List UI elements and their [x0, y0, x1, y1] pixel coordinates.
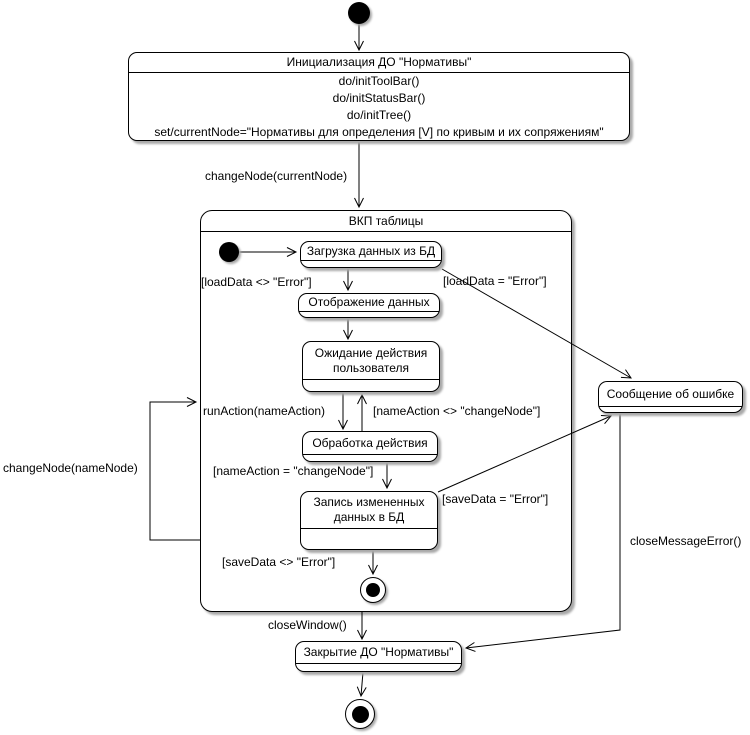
state-title: Ожидание действия пользователя	[303, 342, 439, 380]
edge-label-nameAction-eq: [nameAction = "changeNode"]	[213, 464, 374, 478]
transition-error-to-close[interactable]	[464, 413, 621, 652]
state-title: Инициализация ДО "Нормативы"	[129, 53, 629, 73]
transition-load-to-error[interactable]	[441, 268, 632, 379]
final-state-bottom-dot	[351, 705, 369, 723]
state-close-normativy[interactable]: Закрытие ДО "Нормативы"	[295, 641, 462, 672]
initial-state-top[interactable]	[348, 2, 370, 24]
edge-label-closeMessageError: closeMessageError()	[630, 534, 742, 548]
state-compartment	[303, 380, 439, 391]
edge-label-saveData-error: [saveData = "Error"]	[442, 492, 549, 506]
edge-label-saveData-ok: [saveData <> "Error"]	[222, 555, 336, 569]
state-action: set/currentNode="Нормативы для определен…	[154, 125, 604, 139]
state-process-action[interactable]: Обработка действия	[302, 431, 438, 462]
state-title: Запись измененных данных в БД	[301, 492, 437, 529]
state-compartment	[303, 455, 437, 461]
state-load-data[interactable]: Загрузка данных из БД	[300, 241, 442, 268]
state-error-message[interactable]: Сообщение об ошибке	[598, 381, 743, 413]
state-compartment	[301, 529, 437, 549]
transition-vkp-self-loop[interactable]	[149, 397, 200, 541]
state-compartment	[299, 312, 439, 317]
state-compartment	[296, 664, 461, 671]
final-state-inner[interactable]	[360, 577, 386, 603]
state-compartment	[301, 261, 441, 267]
state-wait-user-action[interactable]: Ожидание действия пользователя	[302, 341, 440, 392]
state-title: Загрузка данных из БД	[301, 242, 441, 261]
final-state-bottom[interactable]	[345, 699, 375, 729]
state-title: Закрытие ДО "Нормативы"	[296, 642, 461, 664]
edge-label-changeNode-nameNode: changeNode(nameNode)	[3, 461, 138, 475]
state-title: Сообщение об ошибке	[599, 382, 742, 407]
edge-label-runAction: runAction(nameAction)	[203, 404, 326, 418]
state-action: do/initStatusBar()	[332, 91, 426, 105]
edge-label-closeWindow: closeWindow()	[268, 618, 347, 632]
initial-state-inner[interactable]	[219, 242, 239, 262]
state-save-data[interactable]: Запись измененных данных в БД	[300, 491, 438, 550]
final-state-inner-dot	[366, 583, 380, 597]
edge-label-nameAction-ne: [nameAction <> "changeNode"]	[373, 404, 541, 418]
edge-label-loadData-error: [loadData = "Error"]	[443, 274, 547, 288]
state-display-data[interactable]: Отображение данных	[298, 293, 440, 318]
state-action: do/initTree()	[346, 108, 412, 122]
edge-label-loadData-ok: [loadData <> "Error"]	[201, 275, 312, 289]
state-title: Обработка действия	[303, 432, 437, 455]
state-compartment	[599, 407, 742, 412]
edge-label-changeNode-currentNode: changeNode(currentNode)	[205, 169, 348, 183]
transition-close-to-final[interactable]	[356, 671, 367, 698]
state-init-normativy[interactable]: Инициализация ДО "Нормативы" do/initTool…	[128, 52, 630, 141]
state-title: Отображение данных	[299, 294, 439, 312]
state-action: do/initToolBar()	[338, 74, 420, 88]
composite-state-title: ВКП таблицы	[201, 211, 571, 232]
transition-save-to-error[interactable]	[437, 415, 613, 493]
